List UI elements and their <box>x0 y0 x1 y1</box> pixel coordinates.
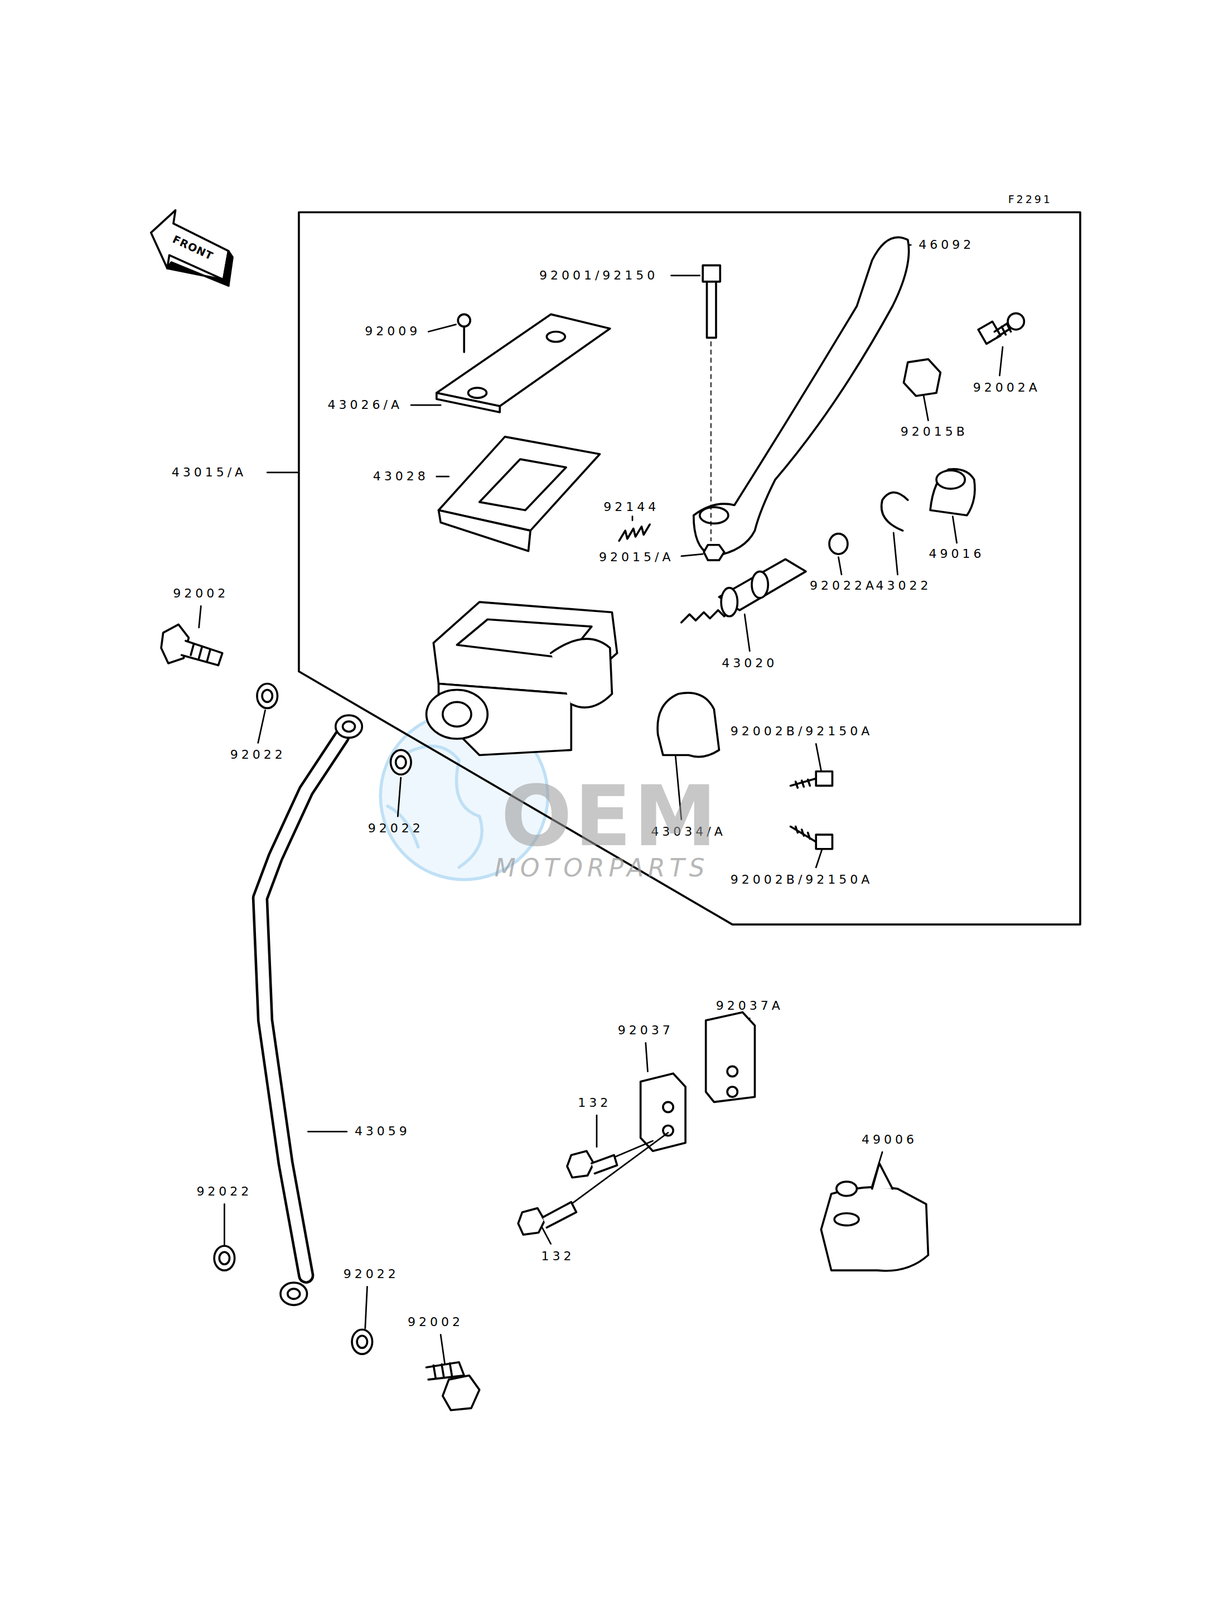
callout-number: 46092 <box>918 238 975 251</box>
callout-number: 92022 <box>343 1267 400 1280</box>
callout-number: 92002 <box>172 587 229 600</box>
callout-number: 92144 <box>603 500 660 514</box>
callout-number: 92022 <box>196 1185 253 1198</box>
watermark: OEM <box>500 774 719 858</box>
bracket-bolt <box>518 1132 669 1235</box>
reservoir-cap <box>436 313 611 406</box>
brake-lever <box>693 237 910 557</box>
callout-number: 43059 <box>354 1124 411 1138</box>
callout-number: 132 <box>540 1249 575 1263</box>
callout-number: 92002B/92150A <box>730 873 874 886</box>
callout-number: 43015/A <box>171 466 247 479</box>
master-cylinder-body <box>426 601 618 755</box>
callout-number: 92037A <box>716 999 784 1012</box>
callout-number: 92002 <box>407 1315 464 1328</box>
clamp-bolt <box>790 771 833 849</box>
washer <box>829 533 848 555</box>
callout-number: 92009 <box>364 325 421 338</box>
callout-number: 92022 <box>230 748 287 761</box>
callout-number: 92001/92150 <box>539 269 659 282</box>
callout-number: 43022 <box>876 579 932 592</box>
callout-number: 92015B <box>900 425 969 438</box>
hose-clamp <box>820 1162 928 1271</box>
handlebar-clamp <box>657 692 719 757</box>
diaphragm <box>438 436 600 551</box>
sealing-washer <box>214 683 412 1354</box>
callout-number: 132 <box>577 1096 612 1109</box>
spring <box>619 524 650 541</box>
watermark: MOTORPARTS <box>494 855 710 881</box>
banjo-bolt <box>161 624 223 665</box>
circlip <box>881 492 908 531</box>
callout-number: 92037 <box>617 1023 674 1037</box>
callout-number: 92022A <box>809 579 878 592</box>
dust-boot <box>930 469 975 516</box>
nut <box>703 544 725 560</box>
callout-number: 43028 <box>373 470 429 483</box>
callout-number: 49006 <box>861 1133 918 1146</box>
callout-number: 92002B/92150A <box>730 724 874 738</box>
adjust-screw <box>978 313 1024 345</box>
brake-hose <box>259 714 362 1305</box>
callout-number: 43020 <box>721 656 778 670</box>
callout-number: 43026/A <box>327 398 403 412</box>
leader-lines <box>199 244 1003 1363</box>
assembly-outline <box>298 211 1081 925</box>
front-arrow <box>151 210 233 286</box>
callout-number: 92015/A <box>598 550 674 564</box>
banjo-bolt <box>426 1361 480 1410</box>
callout-number: 92022 <box>368 822 424 835</box>
screw <box>457 313 471 352</box>
callout-number: 92002A <box>973 381 1041 394</box>
piston <box>681 558 806 622</box>
lock-nut <box>904 359 941 396</box>
callout-number: 49016 <box>929 547 985 560</box>
direction-label: FRONT <box>170 233 215 262</box>
sheet-code: F2291 <box>1008 193 1053 205</box>
pivot-bolt <box>702 265 720 541</box>
